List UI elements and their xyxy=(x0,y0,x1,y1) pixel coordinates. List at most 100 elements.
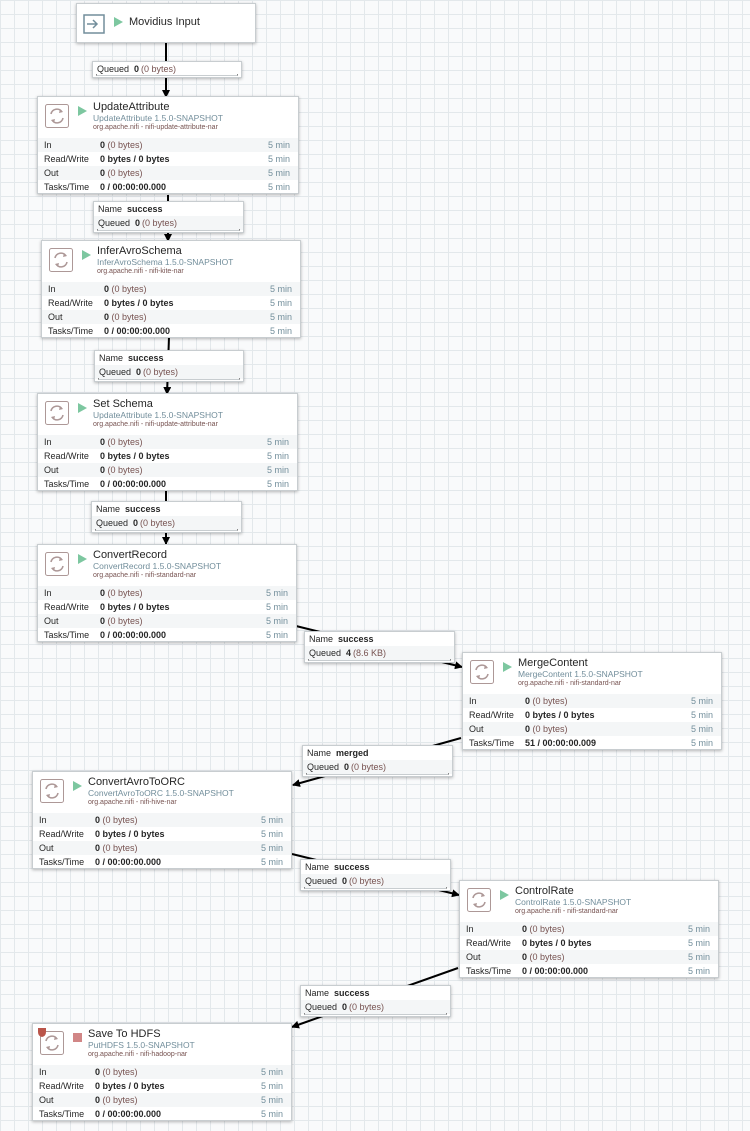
processor-save-to-hdfs[interactable]: Save To HDFS PutHDFS 1.5.0-SNAPSHOT org.… xyxy=(32,1023,292,1121)
processor-name: UpdateAttribute xyxy=(93,101,170,113)
queue-bar xyxy=(308,659,451,661)
processor-name: ConvertRecord xyxy=(93,549,167,561)
running-icon xyxy=(82,250,91,260)
processor-header: InferAvroSchema InferAvroSchema 1.5.0-SN… xyxy=(42,241,300,282)
processor-bundle: org.apache.nifi - nifi-standard-nar xyxy=(518,680,622,687)
processor-name: MergeContent xyxy=(518,657,588,669)
processor-set-schema[interactable]: Set Schema UpdateAttribute 1.5.0-SNAPSHO… xyxy=(37,393,298,491)
processor-icon xyxy=(40,779,64,803)
processor-header: ControlRate ControlRate 1.5.0-SNAPSHOT o… xyxy=(460,881,718,922)
processor-icon xyxy=(45,401,69,425)
queue-bar xyxy=(96,74,238,76)
processor-name: Set Schema xyxy=(93,398,153,410)
processor-bundle: org.apache.nifi - nifi-standard-nar xyxy=(93,572,197,579)
connection-queue-c1[interactable]: Queued 0 (0 bytes) xyxy=(92,61,242,78)
running-icon xyxy=(114,17,123,27)
processor-merge-content[interactable]: MergeContent MergeContent 1.5.0-SNAPSHOT… xyxy=(462,652,722,750)
processor-header: MergeContent MergeContent 1.5.0-SNAPSHOT… xyxy=(463,653,721,694)
processor-control-rate[interactable]: ControlRate ControlRate 1.5.0-SNAPSHOT o… xyxy=(459,880,719,978)
processor-convert-record[interactable]: ConvertRecord ConvertRecord 1.5.0-SNAPSH… xyxy=(37,544,297,642)
processor-icon xyxy=(470,660,494,684)
stopped-icon xyxy=(73,1033,82,1042)
processor-name: ConvertAvroToORC xyxy=(88,776,185,788)
processor-bundle: org.apache.nifi - nifi-kite-nar xyxy=(97,268,184,275)
processor-icon xyxy=(49,248,73,272)
running-icon xyxy=(78,106,87,116)
processor-name: InferAvroSchema xyxy=(97,245,182,257)
processor-icon xyxy=(40,1031,64,1055)
queue-bar xyxy=(304,887,447,889)
processor-name: ControlRate xyxy=(515,885,574,897)
processor-bundle: org.apache.nifi - nifi-hadoop-nar xyxy=(88,1051,188,1058)
processor-update-attribute[interactable]: UpdateAttribute UpdateAttribute 1.5.0-SN… xyxy=(37,96,299,194)
running-icon xyxy=(78,554,87,564)
input-port-icon xyxy=(83,14,105,34)
processor-bundle: org.apache.nifi - nifi-update-attribute-… xyxy=(93,421,218,428)
queue-bar xyxy=(306,773,449,775)
queue-bar xyxy=(304,1013,447,1015)
input-port-movidius[interactable]: Movidius Input xyxy=(76,3,256,43)
queue-bar xyxy=(95,529,238,531)
processor-header: Set Schema UpdateAttribute 1.5.0-SNAPSHO… xyxy=(38,394,297,435)
processor-type: ConvertAvroToORC 1.5.0-SNAPSHOT xyxy=(88,788,234,798)
queue-bar xyxy=(97,229,240,231)
processor-type: MergeContent 1.5.0-SNAPSHOT xyxy=(518,669,643,679)
processor-type: ConvertRecord 1.5.0-SNAPSHOT xyxy=(93,561,222,571)
processor-infer-avro-schema[interactable]: InferAvroSchema InferAvroSchema 1.5.0-SN… xyxy=(41,240,301,338)
processor-name: Save To HDFS xyxy=(88,1028,161,1040)
processor-convert-avro-to-orc[interactable]: ConvertAvroToORC ConvertAvroToORC 1.5.0-… xyxy=(32,771,292,869)
running-icon xyxy=(78,403,87,413)
processor-bundle: org.apache.nifi - nifi-standard-nar xyxy=(515,908,619,915)
processor-icon xyxy=(467,888,491,912)
